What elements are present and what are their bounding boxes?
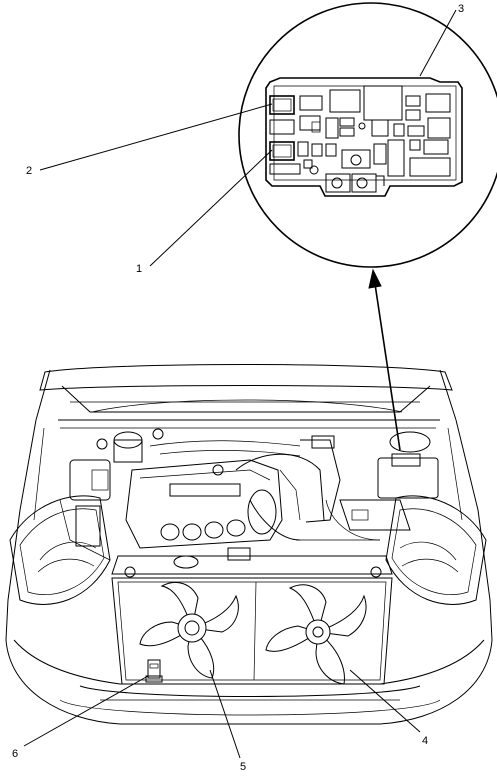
vehicle-front-view xyxy=(5,364,493,725)
leader-lines xyxy=(23,9,457,759)
arrow-up-icon xyxy=(368,268,401,451)
callout-3: 3 xyxy=(458,3,464,15)
thermoswitch-icon xyxy=(145,659,163,683)
callout-6: 6 xyxy=(12,748,18,760)
radiator-shroud xyxy=(111,577,393,685)
fan-icon xyxy=(139,582,239,679)
callout-1: 1 xyxy=(136,263,142,275)
callout-5: 5 xyxy=(240,761,246,773)
fan-icon xyxy=(265,584,367,685)
ignition-coils xyxy=(160,519,246,541)
fuse-box-detail-icon xyxy=(238,2,497,268)
callout-2: 2 xyxy=(26,165,32,177)
callout-4: 4 xyxy=(422,735,428,747)
